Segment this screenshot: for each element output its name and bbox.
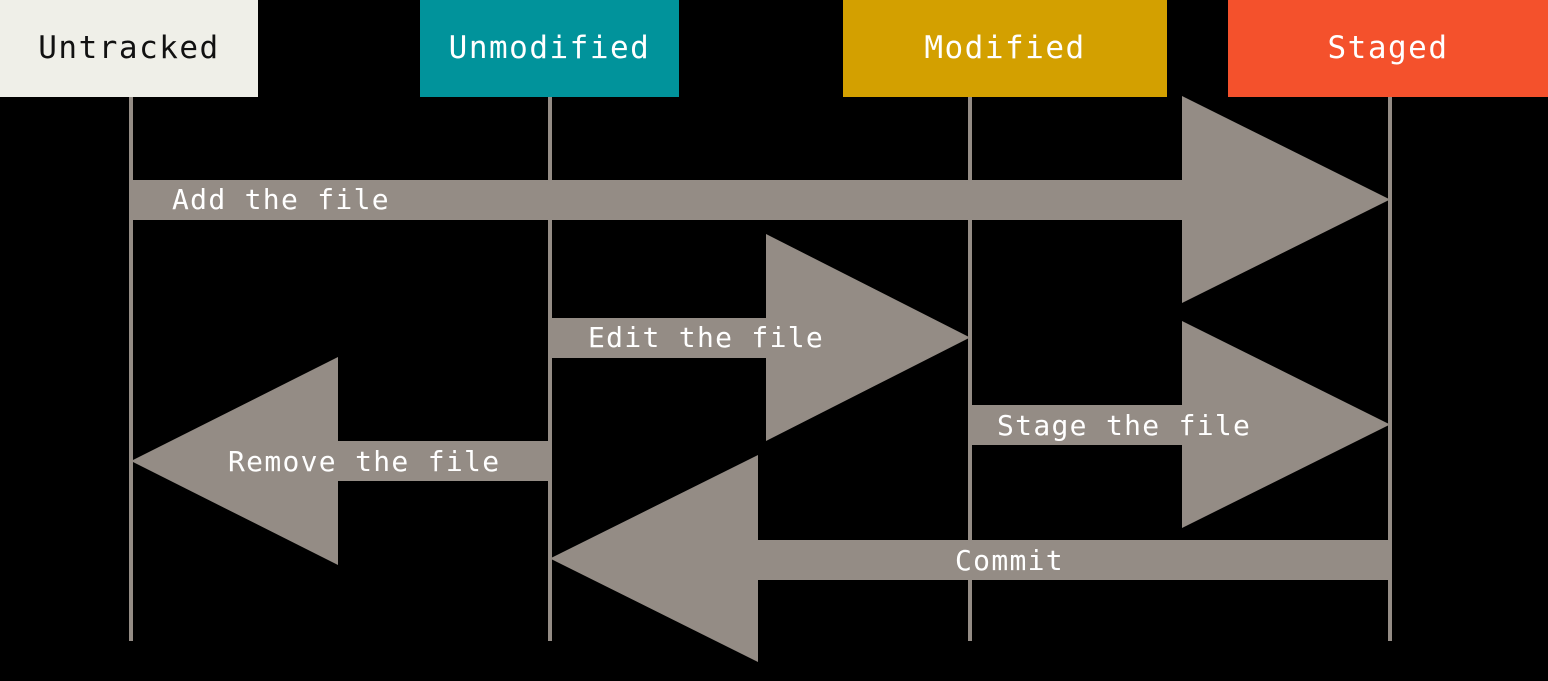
- arrow-shaft-edit: [550, 318, 766, 358]
- state-label-unmodified: Unmodified: [448, 30, 651, 66]
- arrow-edit: [550, 234, 970, 441]
- state-label-staged: Staged: [1327, 30, 1449, 66]
- arrow-add: [131, 96, 1390, 303]
- arrow-group: [131, 96, 1390, 662]
- arrow-remove: [131, 357, 550, 565]
- unmodified-lifeline: [548, 97, 552, 641]
- arrow-label-remove: Remove the file: [228, 445, 501, 478]
- arrow-label-stage: Stage the file: [997, 409, 1252, 442]
- arrow-shaft-remove: [338, 441, 550, 481]
- lifeline-group: [129, 97, 1392, 641]
- arrow-head-commit: [550, 455, 758, 662]
- state-box-staged[interactable]: Staged: [1228, 0, 1548, 97]
- state-box-untracked[interactable]: Untracked: [0, 0, 258, 97]
- state-box-modified[interactable]: Modified: [843, 0, 1167, 97]
- arrow-shaft-add: [131, 180, 1182, 220]
- arrow-label-add: Add the file: [172, 183, 390, 216]
- arrow-head-remove: [131, 357, 338, 565]
- state-box-unmodified[interactable]: Unmodified: [420, 0, 679, 97]
- state-label-untracked: Untracked: [38, 30, 220, 66]
- arrow-commit: [550, 455, 1390, 662]
- arrow-head-add: [1182, 96, 1390, 303]
- modified-lifeline: [968, 97, 972, 641]
- arrow-shaft-stage: [970, 405, 1182, 445]
- arrow-label-commit: Commit: [955, 544, 1064, 577]
- arrow-shaft-commit: [758, 540, 1390, 580]
- arrow-label-edit: Edit the file: [588, 321, 825, 354]
- state-label-modified: Modified: [924, 30, 1086, 66]
- untracked-lifeline: [129, 97, 133, 641]
- arrow-head-edit: [766, 234, 970, 441]
- arrow-stage: [970, 321, 1390, 528]
- arrow-head-stage: [1182, 321, 1390, 528]
- staged-lifeline: [1388, 97, 1392, 641]
